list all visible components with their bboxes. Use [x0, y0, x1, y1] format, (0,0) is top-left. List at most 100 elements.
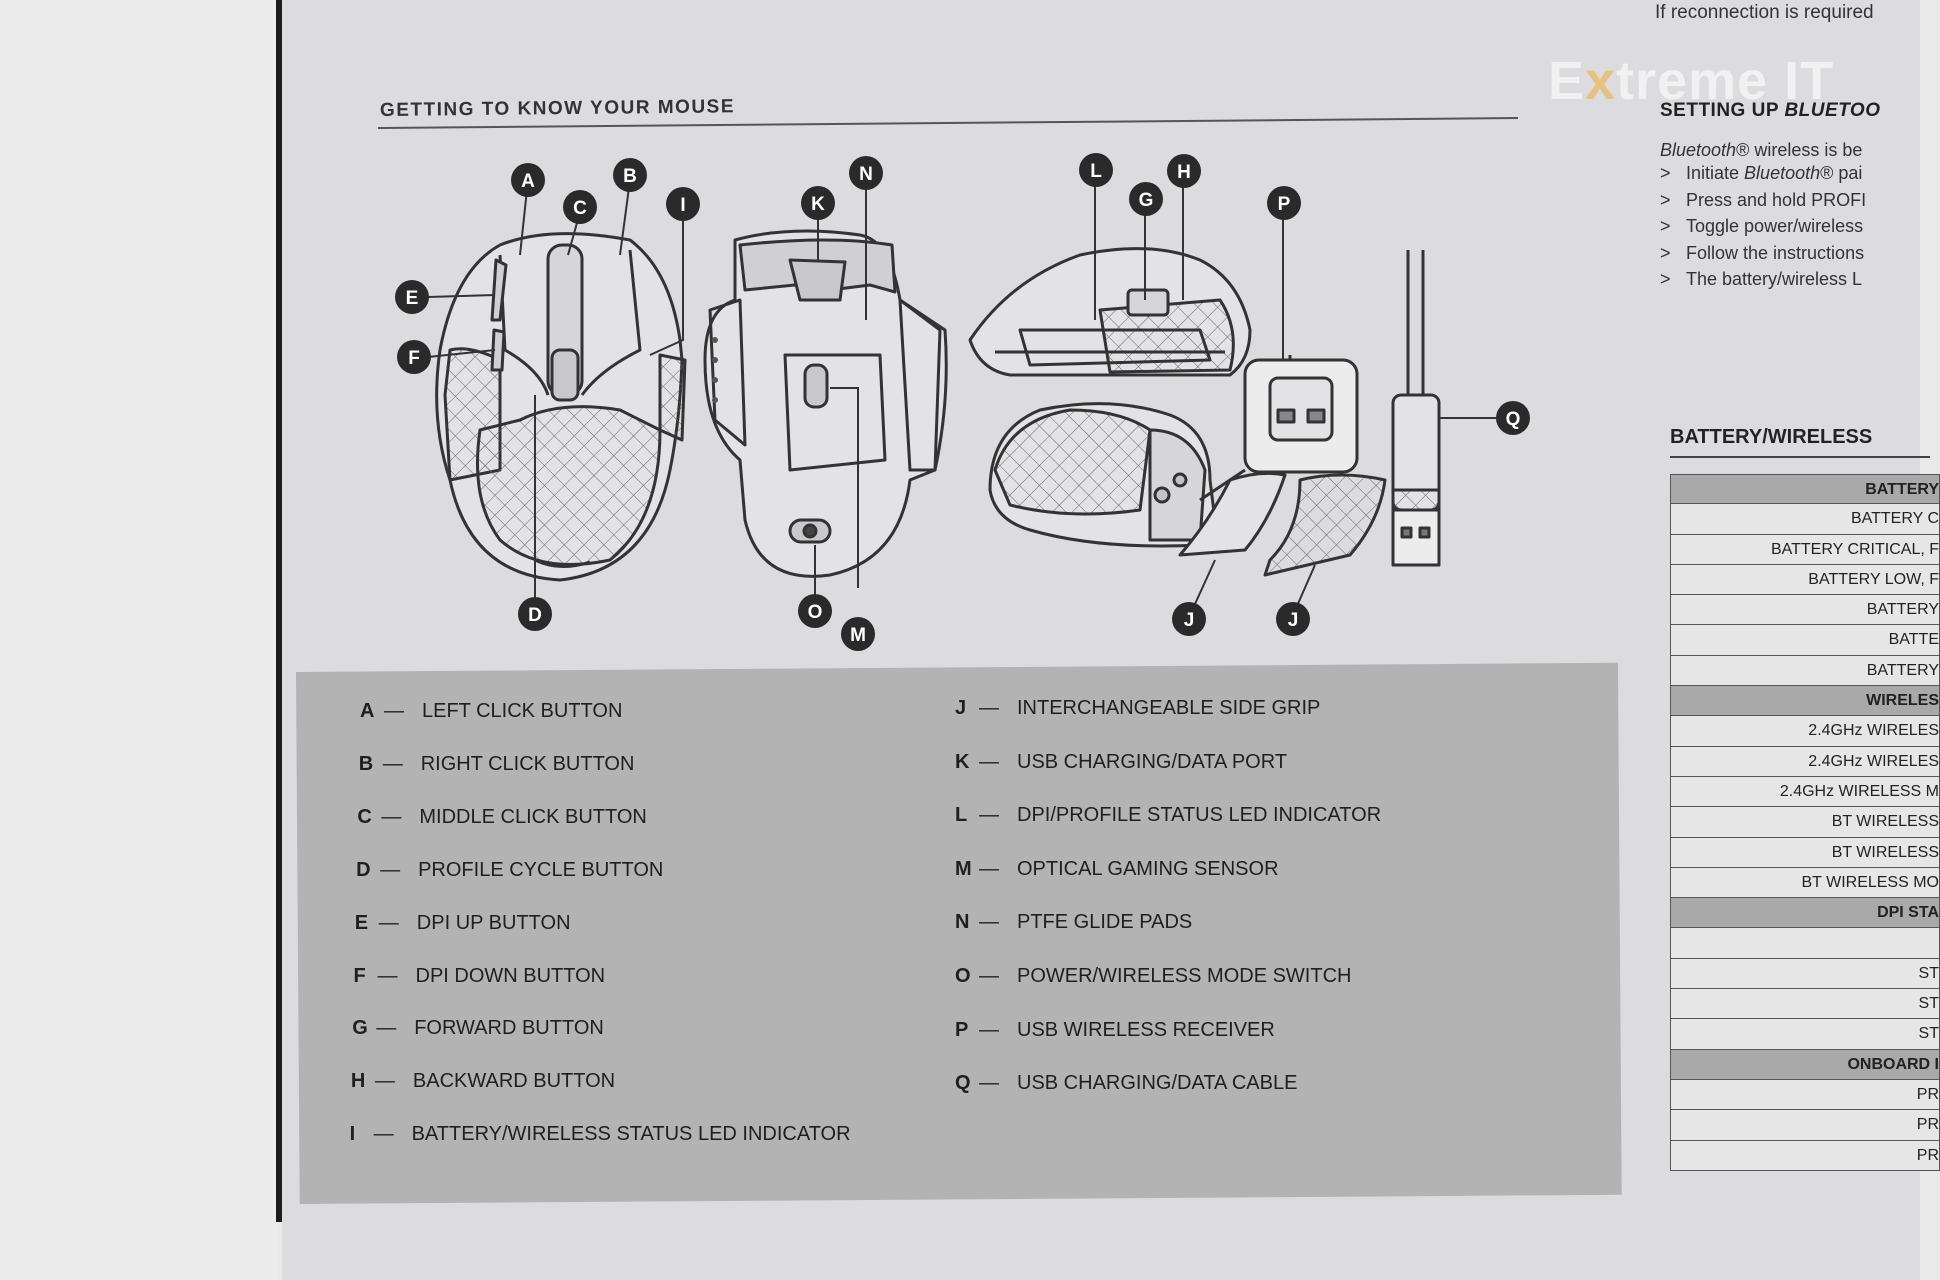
callout-p: P — [1267, 186, 1301, 220]
legend-text: USB CHARGING/DATA CABLE — [1017, 1072, 1298, 1095]
legend-item-f: F — DPI DOWN BUTTON — [354, 965, 606, 988]
callout-a: A — [511, 163, 545, 197]
callout-l: L — [1079, 153, 1113, 187]
legend-text: POWER/WIRELESS MODE SWITCH — [1017, 965, 1352, 987]
legend-item-p: P—USB WIRELESS RECEIVER — [955, 1019, 1275, 1042]
callout-g-label: G — [1139, 190, 1154, 211]
table-row: BT WIRELESS — [1670, 807, 1940, 838]
legend-dash: — — [979, 911, 999, 934]
legend-item-d: D — PROFILE CYCLE BUTTON — [356, 859, 663, 882]
table-row: 2.4GHz WIRELES — [1670, 716, 1940, 747]
mouse-top-view — [435, 232, 687, 582]
legend-dash: — — [979, 965, 999, 987]
legend-dash: — — [380, 858, 401, 881]
legend-dash: — — [376, 1017, 397, 1040]
chevron-right-icon: > — [1660, 189, 1671, 210]
step-text: The battery/wireless L — [1686, 269, 1863, 289]
legend-item-b: B—RIGHT CLICK BUTTON — [359, 753, 635, 776]
legend-dash: — — [979, 804, 999, 827]
legend-dash: — — [384, 700, 404, 722]
legend-text: BATTERY/WIRELESS STATUS LED INDICATOR — [411, 1123, 851, 1146]
legend-letter: N — [955, 911, 970, 934]
legend-dash: — — [979, 1018, 999, 1041]
callout-n-label: N — [859, 164, 873, 185]
callout-b-label: B — [623, 166, 637, 187]
table-row: PR — [1670, 1079, 1940, 1111]
callout-d-label: D — [528, 605, 542, 626]
legend-letter: C — [357, 805, 372, 828]
step-text: Initiate — [1686, 163, 1745, 183]
callout-e-label: E — [406, 288, 419, 309]
table-row: PR — [1670, 1140, 1940, 1171]
callout-i-label: I — [680, 195, 685, 216]
legend-letter: J — [955, 697, 967, 719]
legend-letter: L — [955, 804, 968, 827]
usb-receiver-inset — [1199, 355, 1359, 502]
legend-dash: — — [377, 964, 398, 987]
table-row: BT WIRELESS — [1670, 837, 1940, 868]
table-row: ST — [1670, 989, 1940, 1020]
legend-letter: I — [349, 1123, 356, 1146]
legend-letter: D — [356, 858, 371, 881]
callout-j-right-label: J — [1288, 610, 1299, 631]
right-column: SETTING UP BLUETOO Bluetooth® wireless i… — [1660, 100, 1940, 1280]
legend-text: USB CHARGING/DATA PORT — [1017, 750, 1288, 773]
mouse-diagram: A B C I E F D K N O M L G H P Q J J — [395, 153, 1530, 651]
table-row: PR — [1670, 1110, 1940, 1141]
table-row: 2.4GHz WIRELESS M — [1670, 776, 1940, 808]
legend-text: BACKWARD BUTTON — [412, 1070, 616, 1093]
bluetooth-intro: Bluetooth® wireless is be — [1660, 140, 1863, 160]
callout-l-label: L — [1090, 161, 1102, 182]
battery-wireless-title: BATTERY/WIRELESS — [1670, 426, 1873, 448]
table-header-row: ONBOARD I — [1670, 1049, 1940, 1080]
legend-text: DPI DOWN BUTTON — [415, 964, 606, 987]
legend-text: FORWARD BUTTON — [414, 1017, 604, 1040]
callout-d: D — [518, 597, 552, 631]
legend-text: RIGHT CLICK BUTTON — [420, 752, 635, 775]
legend-text: DPI/PROFILE STATUS LED INDICATOR — [1017, 804, 1382, 827]
callout-e: E — [395, 280, 429, 314]
legend-item-g: G—FORWARD BUTTON — [352, 1017, 604, 1040]
booklet-spine — [276, 0, 282, 1222]
legend-dash: — — [979, 750, 999, 773]
table-row: ST — [1670, 958, 1940, 990]
legend-letter: M — [955, 857, 972, 880]
bluetooth-setup-title: SETTING UP BLUETOO — [1660, 100, 1881, 121]
callout-b: B — [613, 158, 647, 192]
legend-item-e: E — DPI UP BUTTON — [355, 912, 571, 935]
legend-text: DPI UP BUTTON — [416, 911, 571, 934]
legend-text: INTERCHANGEABLE SIDE GRIP — [1017, 697, 1321, 719]
legend-letter: H — [350, 1070, 366, 1093]
table-header-row: BATTERY — [1670, 474, 1940, 505]
chevron-right-icon: > — [1660, 242, 1671, 263]
legend-letter: E — [354, 911, 369, 934]
legend-item-c: C—MIDDLE CLICK BUTTON — [357, 806, 646, 829]
bluetooth-step: >The battery/wireless L — [1660, 269, 1862, 290]
legend-letter: A — [360, 700, 375, 722]
table-row: BATTERY — [1670, 655, 1940, 687]
table-row: BATTERY CRITICAL, F — [1670, 534, 1940, 565]
table-row: BATTERY LOW, F — [1670, 564, 1940, 596]
mouse-side-view — [968, 247, 1252, 377]
bluetooth-step: >Press and hold PROFI — [1660, 190, 1866, 211]
callout-j-right: J — [1276, 602, 1310, 636]
callout-f-label: F — [408, 348, 420, 369]
table-row — [1670, 928, 1940, 959]
top-note-text: If reconnection is required — [1655, 2, 1874, 23]
table-row: BATTERY — [1670, 595, 1940, 626]
callout-c: C — [563, 190, 597, 224]
table-header-row: WIRELES — [1670, 686, 1940, 717]
side-grip-right — [1263, 473, 1387, 577]
callout-j-left-label: J — [1184, 610, 1195, 631]
callout-k: K — [801, 186, 835, 220]
table-row: BATTERY C — [1670, 504, 1940, 535]
callout-q: Q — [1496, 401, 1530, 435]
legend-letter: F — [353, 964, 366, 987]
legend-text: PROFILE CYCLE BUTTON — [418, 858, 664, 881]
legend-item-i: I—BATTERY/WIRELESS STATUS LED INDICATOR — [350, 1123, 851, 1146]
table-row: BATTE — [1670, 625, 1940, 656]
callout-badges: A B C I E F D K N O M L G H P Q J J — [395, 153, 1530, 651]
legend-dash: — — [378, 911, 399, 934]
legend-text: OPTICAL GAMING SENSOR — [1017, 857, 1279, 880]
table-row: ST — [1670, 1019, 1940, 1050]
